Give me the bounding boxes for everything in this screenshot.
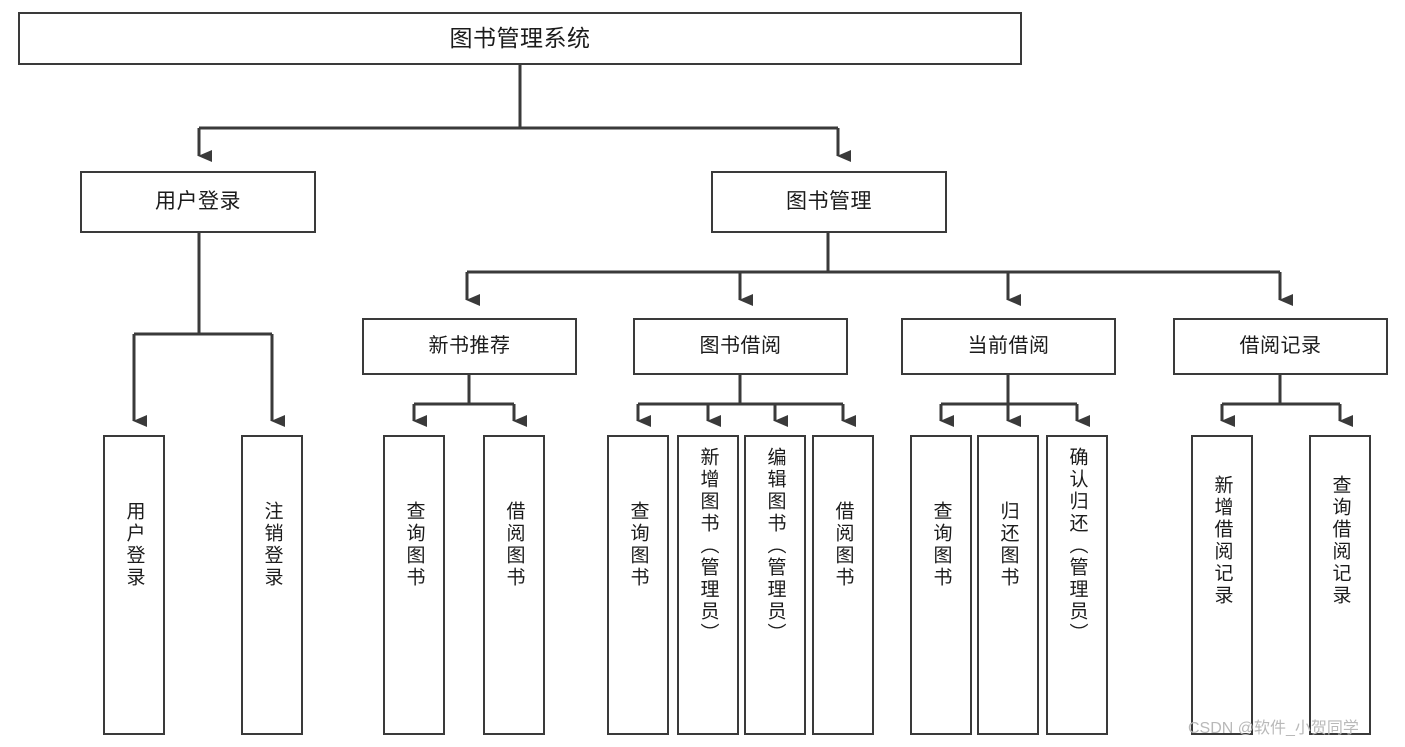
leaf-new-book-borrow-book[interactable]: 借阅图书 xyxy=(483,435,545,735)
node-new-book-recommend[interactable]: 新书推荐 xyxy=(362,318,577,375)
node-label: 图书管理系统 xyxy=(449,24,591,51)
node-book-management[interactable]: 图书管理 xyxy=(711,171,947,233)
node-label: 借阅图书 xyxy=(503,501,525,589)
node-label: 确认归还（管理员） xyxy=(1066,447,1088,645)
node-current-borrow[interactable]: 当前借阅 xyxy=(901,318,1116,375)
node-label: 用户登录 xyxy=(123,501,145,589)
leaf-borrow-record-add-record[interactable]: 新增借阅记录 xyxy=(1191,435,1253,735)
node-label: 新书推荐 xyxy=(428,334,511,357)
node-label: 借阅图书 xyxy=(832,501,854,589)
node-user-login[interactable]: 用户登录 xyxy=(80,171,316,233)
leaf-user-login-login[interactable]: 用户登录 xyxy=(103,435,165,735)
node-label: 查询图书 xyxy=(930,501,952,589)
leaf-book-borrow-query-book[interactable]: 查询图书 xyxy=(607,435,669,735)
node-root-system[interactable]: 图书管理系统 xyxy=(18,12,1022,65)
node-label: 当前借阅 xyxy=(967,334,1050,357)
leaf-book-borrow-add-book-admin[interactable]: 新增图书（管理员） xyxy=(677,435,739,735)
node-borrow-record[interactable]: 借阅记录 xyxy=(1173,318,1388,375)
node-label: 编辑图书（管理员） xyxy=(764,447,786,645)
leaf-book-borrow-edit-book-admin[interactable]: 编辑图书（管理员） xyxy=(744,435,806,735)
node-label: 查询图书 xyxy=(403,501,425,589)
node-book-borrow[interactable]: 图书借阅 xyxy=(633,318,848,375)
node-label: 用户登录 xyxy=(155,189,241,213)
node-label: 新增借阅记录 xyxy=(1211,475,1233,607)
node-label: 注销登录 xyxy=(261,501,283,589)
leaf-current-borrow-confirm-return-admin[interactable]: 确认归还（管理员） xyxy=(1046,435,1108,735)
leaf-current-borrow-query-book[interactable]: 查询图书 xyxy=(910,435,972,735)
leaf-new-book-query-book[interactable]: 查询图书 xyxy=(383,435,445,735)
leaf-user-login-logout[interactable]: 注销登录 xyxy=(241,435,303,735)
node-label: 图书借阅 xyxy=(699,334,782,357)
node-label: 查询借阅记录 xyxy=(1329,475,1351,607)
node-label: 新增图书（管理员） xyxy=(697,447,719,645)
node-label: 借阅记录 xyxy=(1239,334,1322,357)
leaf-borrow-record-query-record[interactable]: 查询借阅记录 xyxy=(1309,435,1371,735)
node-label: 归还图书 xyxy=(997,501,1019,589)
watermark-text: CSDN @软件_小贺同学 xyxy=(1188,720,1359,737)
node-label: 查询图书 xyxy=(627,501,649,589)
leaf-current-borrow-return-book[interactable]: 归还图书 xyxy=(977,435,1039,735)
node-label: 图书管理 xyxy=(786,189,872,213)
leaf-book-borrow-borrow-book[interactable]: 借阅图书 xyxy=(812,435,874,735)
